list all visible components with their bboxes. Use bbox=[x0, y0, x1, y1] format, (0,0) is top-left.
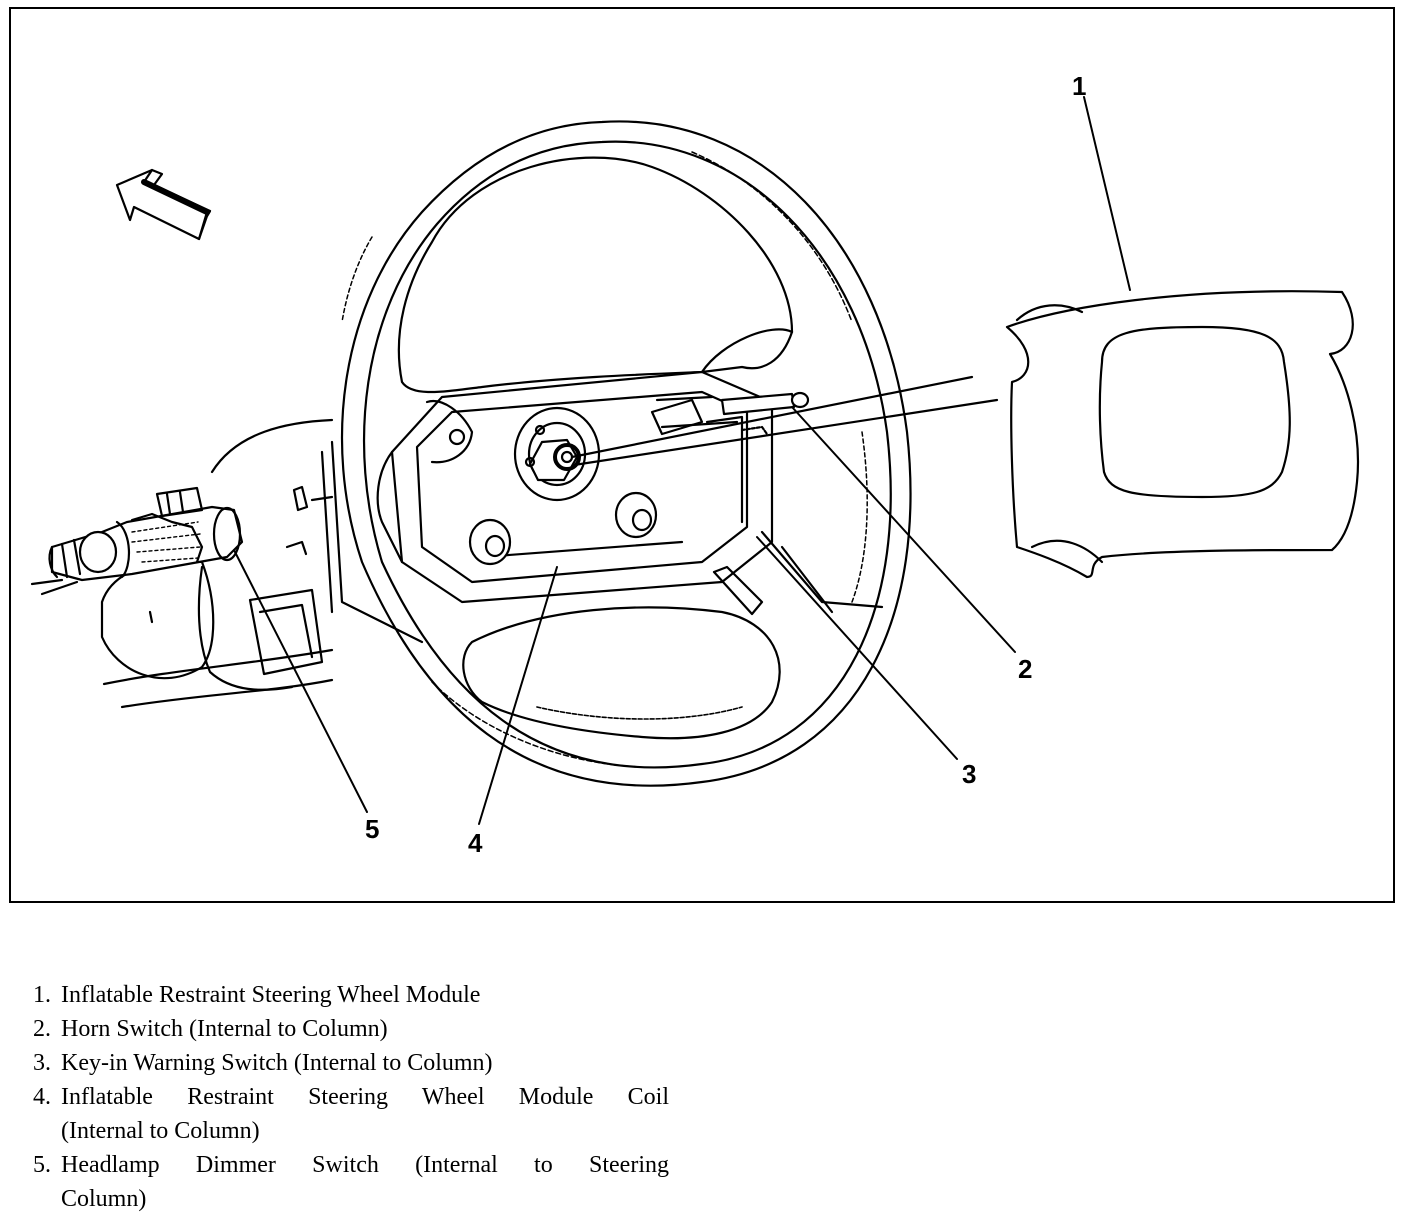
legend-text: Headlamp Dimmer Switch (Internal to Stee… bbox=[61, 1152, 669, 1178]
steering-wheel-drawing bbox=[30, 96, 1360, 825]
steering-wheel bbox=[320, 120, 912, 787]
callout-4: 4 bbox=[468, 828, 483, 858]
callout-1: 1 bbox=[1072, 71, 1087, 101]
legend-item-2: 2. Horn Switch (Internal to Column) bbox=[33, 1012, 669, 1046]
legend-number: 2. bbox=[33, 1016, 51, 1042]
legend-number: 5. bbox=[33, 1152, 51, 1178]
exploded-diagram-frame: 1 2 3 4 5 bbox=[9, 7, 1395, 903]
legend-text: Inflatable Restraint Steering Wheel Modu… bbox=[61, 1084, 669, 1110]
callout-2: 2 bbox=[1018, 654, 1033, 684]
legend-item-3: 3. Key-in Warning Switch (Internal to Co… bbox=[33, 1046, 669, 1080]
legend-number: 1. bbox=[33, 982, 51, 1008]
legend-text: Horn Switch (Internal to Column) bbox=[61, 1016, 388, 1042]
callout-3: 3 bbox=[962, 759, 977, 789]
callout-5: 5 bbox=[365, 814, 380, 844]
legend-item-5: 5. Headlamp Dimmer Switch (Internal to S… bbox=[33, 1148, 669, 1182]
legend-text: Inflatable Restraint Steering Wheel Modu… bbox=[61, 982, 481, 1008]
callout-leader-lines bbox=[233, 96, 1131, 825]
legend-item-4: 4. Inflatable Restraint Steering Wheel M… bbox=[33, 1080, 669, 1114]
legend-text: Key-in Warning Switch (Internal to Colum… bbox=[61, 1050, 493, 1076]
horn-and-keyin-leads bbox=[570, 375, 999, 467]
forward-direction-arrow-icon bbox=[115, 168, 212, 241]
inflatable-restraint-module bbox=[1005, 290, 1360, 579]
legend-number: 3. bbox=[33, 1050, 51, 1076]
legend-item-4-continued: (Internal to Column) bbox=[61, 1118, 260, 1144]
parts-legend: 1. Inflatable Restraint Steering Wheel M… bbox=[33, 978, 669, 1216]
legend-item-1: 1. Inflatable Restraint Steering Wheel M… bbox=[33, 978, 669, 1012]
legend-item-5-continued: Column) bbox=[61, 1186, 147, 1212]
legend-number: 4. bbox=[33, 1084, 51, 1110]
headlamp-dimmer-switch-lever bbox=[30, 486, 244, 596]
